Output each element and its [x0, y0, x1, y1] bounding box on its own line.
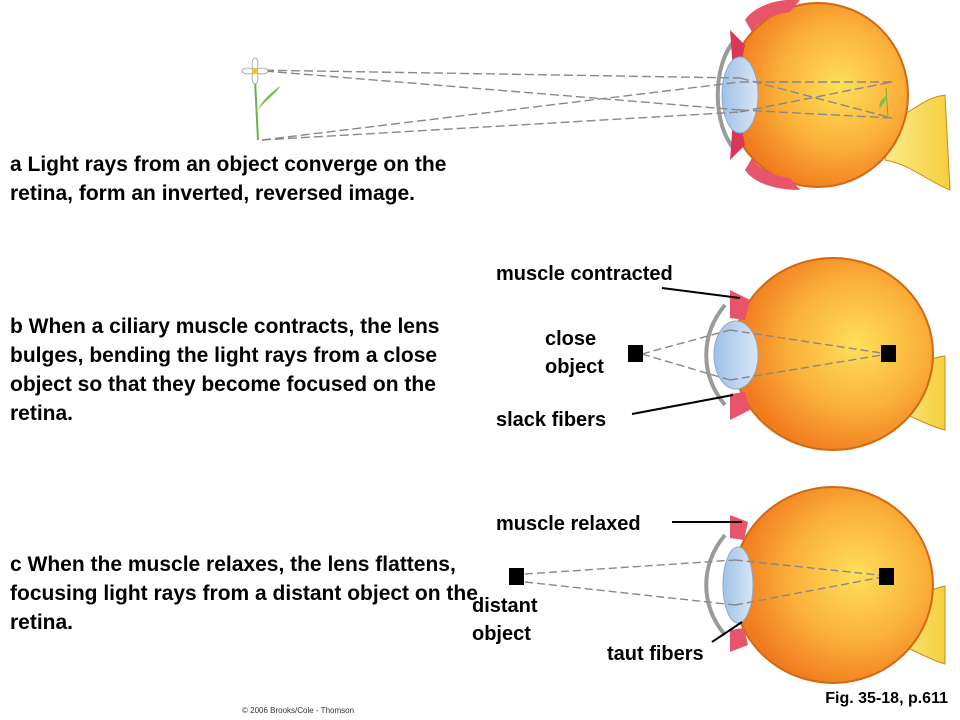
cornea: [715, 38, 737, 152]
label-distant-object-line1: distant: [472, 595, 538, 617]
caption-b: b When a ciliary muscle contracts, the l…: [10, 315, 440, 425]
label-muscle-contracted: muscle contracted: [496, 263, 673, 285]
ciliary-muscle: [730, 628, 748, 652]
label-close-object-line1: close: [545, 328, 597, 350]
light-rays-c: [524, 559, 889, 606]
eye-a: [241, 0, 951, 191]
cornea: [704, 533, 727, 637]
taut-fibers-pointer: [711, 621, 743, 643]
retina-image-square: [881, 345, 896, 362]
eye-b: [628, 257, 946, 451]
copyright-credit: © 2006 Brooks/Cole - Thomson: [242, 706, 355, 715]
inverted-image: [879, 87, 889, 119]
light-rays-b: [641, 329, 889, 381]
sclera-red: [745, 158, 800, 190]
lens: [721, 56, 759, 134]
light-rays-a: [251, 69, 893, 141]
label-distant-object-line2: object: [472, 623, 531, 645]
label-slack-fibers: slack fibers: [496, 409, 607, 431]
distant-object-square: [509, 568, 524, 585]
ciliary-muscle: [730, 392, 750, 420]
sclera-red: [745, 0, 800, 32]
cornea: [704, 303, 727, 407]
label-taut-fibers: taut fibers: [607, 643, 704, 665]
lens-bulged: [713, 320, 759, 390]
slack-fibers-pointer: [631, 394, 734, 415]
eyeball: [732, 257, 934, 451]
label-close-object-line2: object: [545, 356, 604, 378]
figure-reference: Fig. 35-18, p.611: [825, 690, 948, 707]
eyeball: [732, 486, 934, 684]
label-muscle-relaxed: muscle relaxed: [496, 513, 641, 535]
flower-object: [241, 57, 280, 141]
caption-a: a Light rays from an object converge on …: [10, 153, 447, 205]
muscle-contracted-pointer: [661, 287, 741, 299]
lens-flattened: [722, 546, 754, 624]
eye-c: [509, 486, 946, 684]
close-object-square: [628, 345, 643, 362]
retina-image-square: [879, 568, 894, 585]
caption-c: c When the muscle relaxes, the lens flat…: [10, 553, 478, 634]
